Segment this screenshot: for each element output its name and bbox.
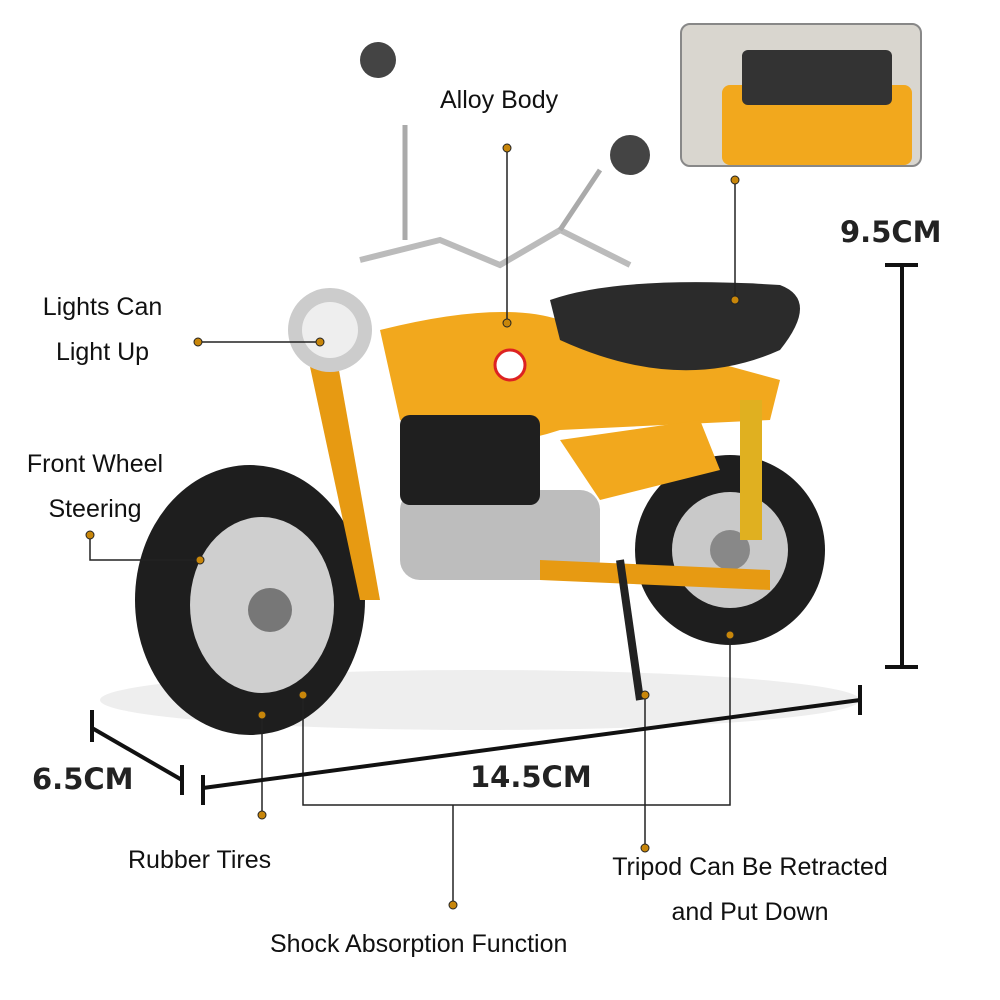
label-lights: Lights Can Light Up — [20, 285, 185, 375]
label-rubber-tires: Rubber Tires — [128, 846, 272, 874]
label-lights-line1: Lights Can — [42, 293, 163, 321]
headlight — [302, 302, 358, 358]
label-lights-line2: Light Up — [55, 338, 150, 366]
front-wheel — [135, 465, 365, 735]
seat-storage-inset — [680, 23, 922, 167]
rear-shock — [740, 400, 762, 540]
label-shock: Shock Absorption Function — [270, 930, 568, 958]
seat — [550, 282, 800, 371]
label-tripod-line2: and Put Down — [671, 898, 829, 926]
dimension-width: 6.5CM — [32, 762, 134, 796]
dimension-height: 9.5CM — [840, 215, 942, 249]
label-tripod: Tripod Can Be Retracted and Put Down — [580, 845, 920, 935]
dimension-lines — [90, 263, 918, 805]
label-alloy-body: Alloy Body — [440, 86, 559, 114]
label-tripod-line1: Tripod Can Be Retracted — [612, 853, 888, 881]
fuel-tank — [380, 312, 780, 443]
dimension-length: 14.5CM — [470, 760, 592, 794]
label-steering-line1: Front Wheel — [26, 450, 164, 478]
label-steering: Front Wheel Steering — [5, 442, 185, 532]
label-steering-line2: Steering — [48, 495, 142, 523]
engine — [400, 490, 600, 580]
